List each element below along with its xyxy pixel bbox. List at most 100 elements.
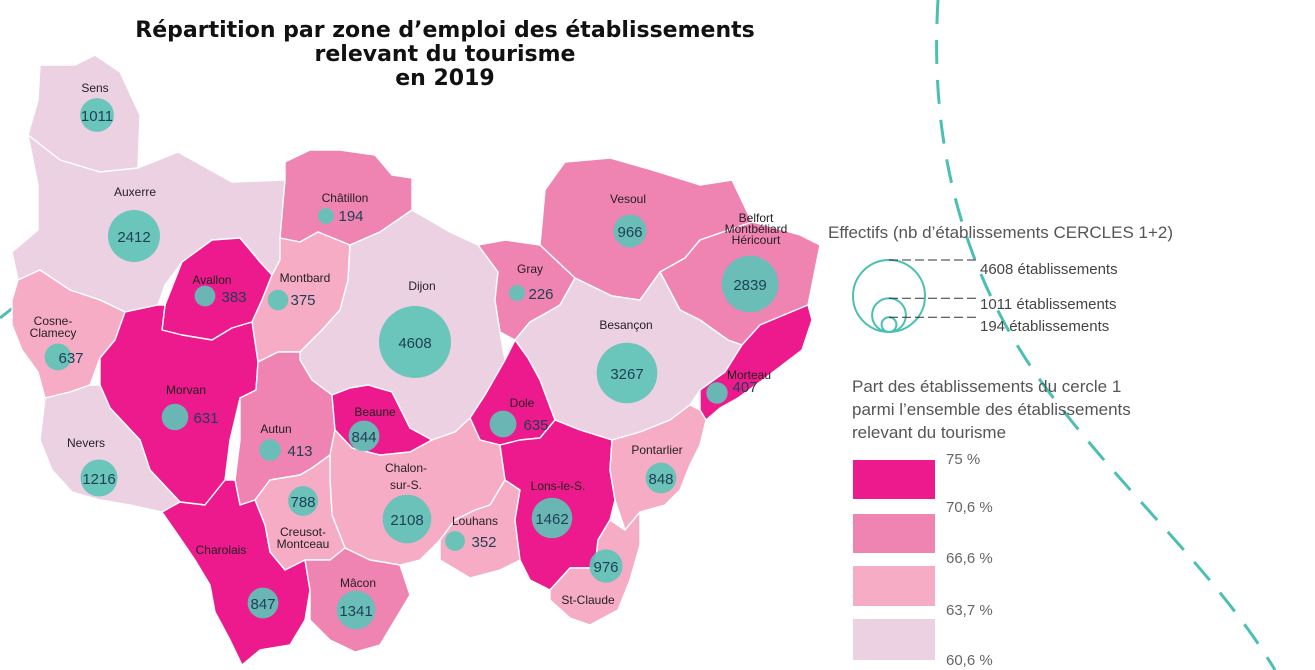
color-legend-title-2: parmi l’ensemble des établissements (852, 400, 1131, 419)
value-beaune: 844 (351, 429, 376, 446)
name-besancon: Besançon (599, 318, 652, 332)
name-chalon: Chalon-sur-S. (385, 461, 427, 492)
value-lons: 1462 (535, 511, 568, 528)
title-line-2: relevant du tourisme (315, 42, 576, 67)
map-title: Répartition par zone d’emploi des établi… (135, 18, 754, 91)
color-swatch-1 (853, 460, 935, 499)
size-legend-circle-small (880, 316, 898, 334)
bubble-belfort (721, 255, 779, 313)
name-dijon: Dijon (408, 279, 435, 293)
value-chalon: 2108 (390, 512, 423, 529)
value-nevers: 1216 (82, 471, 115, 488)
name-avallon: Avallon (192, 273, 231, 287)
title-line-3: en 2019 (395, 66, 494, 91)
value-dole: 635 (523, 417, 548, 434)
name-sens: Sens (81, 81, 108, 95)
value-besancon: 3267 (610, 366, 643, 383)
bubble-charolais (247, 587, 279, 619)
name-vesoul: Vesoul (610, 192, 646, 206)
color-break-1: 75 % (946, 451, 980, 468)
size-legend-label-medium: 1011 établissements (980, 296, 1116, 313)
color-legend-title-1: Part des établissements du cercle 1 (852, 377, 1121, 396)
size-legend-circle-large (852, 259, 926, 333)
value-morteau: 407 (732, 379, 757, 396)
name-gray: Gray (517, 262, 543, 276)
bubble-pontarlier (645, 462, 677, 494)
name-st-claude: St-Claude (561, 593, 615, 607)
bubble-gray (509, 285, 525, 301)
name-auxerre: Auxerre (114, 185, 156, 199)
value-vesoul: 966 (617, 224, 642, 241)
color-legend: Part des établissements du cercle 1 parm… (852, 377, 1131, 669)
bubble-chatillon (318, 208, 334, 224)
bubble-morvan (161, 403, 189, 431)
bubble-st-claude (589, 549, 623, 583)
decorative-dashed-arc (935, 0, 1277, 670)
zone-louhans (439, 479, 521, 579)
color-swatch-4 (853, 619, 935, 660)
value-auxerre: 2412 (117, 229, 150, 246)
bubble-dole (489, 410, 517, 438)
name-lons: Lons-le-S. (531, 479, 586, 493)
color-swatch-2 (853, 514, 935, 553)
color-break-4: 63,7 % (946, 602, 993, 619)
value-labels: 1011 2412 194 383 375 4608 226 966 2839 … (58, 108, 766, 620)
size-legend-label-large: 4608 établissements (980, 261, 1118, 278)
size-legend-circle-medium (871, 297, 907, 334)
bubble-montbard (267, 289, 289, 311)
zone-name-labels: Sens Auxerre Châtillon Avallon Montbard … (30, 81, 788, 607)
value-belfort: 2839 (733, 277, 766, 294)
name-pontarlier: Pontarlier (631, 443, 682, 457)
value-pontarlier: 848 (648, 471, 673, 488)
value-gray: 226 (528, 286, 553, 303)
color-legend-title-3: relevant du tourisme (852, 423, 1006, 442)
bubble-layer (44, 98, 779, 630)
bubble-macon (336, 590, 376, 630)
size-legend: Effectifs (nb d’établissements CERCLES 1… (828, 223, 1173, 335)
bubble-sens (80, 98, 114, 132)
bubble-auxerre (108, 210, 160, 262)
bubble-morteau (706, 382, 728, 404)
name-chatillon: Châtillon (322, 191, 369, 205)
value-creusot: 788 (290, 494, 315, 511)
size-legend-title: Effectifs (nb d’établissements CERCLES 1… (828, 223, 1173, 242)
name-dole: Dole (510, 396, 535, 410)
title-line-1: Répartition par zone d’emploi des établi… (135, 18, 754, 43)
value-montbard: 375 (290, 292, 315, 309)
value-dijon: 4608 (398, 335, 431, 352)
value-charolais: 847 (250, 596, 275, 613)
bubble-lons (531, 497, 573, 539)
name-autun: Autun (260, 422, 291, 436)
name-morvan: Morvan (166, 383, 206, 397)
value-cosne-clamecy: 637 (58, 350, 83, 367)
value-autun: 413 (287, 443, 312, 460)
bubble-nevers (80, 459, 118, 497)
bubble-beaune (348, 420, 380, 452)
name-macon: Mâcon (340, 576, 376, 590)
value-st-claude: 976 (593, 559, 618, 576)
value-avallon: 383 (221, 289, 246, 306)
bubble-avallon (194, 285, 216, 307)
name-cosne-clamecy: Cosne-Clamecy (30, 314, 77, 340)
color-break-2: 70,6 % (946, 499, 993, 516)
bubble-chalon (382, 494, 432, 544)
bubble-creusot (288, 486, 318, 516)
size-legend-label-small: 194 établissements (980, 318, 1109, 335)
value-macon: 1341 (339, 603, 372, 620)
bubble-vesoul (613, 214, 647, 248)
value-chatillon: 194 (338, 208, 363, 225)
value-louhans: 352 (471, 534, 496, 551)
name-creusot: Creusot-Montceau (277, 525, 330, 551)
bubble-cosne-clamecy (44, 343, 72, 371)
name-nevers: Nevers (67, 436, 105, 450)
name-morteau: Morteau (727, 368, 771, 382)
color-break-5: 60,6 % (946, 652, 993, 669)
value-morvan: 631 (193, 410, 218, 427)
color-swatch-3 (853, 566, 935, 606)
name-louhans: Louhans (452, 514, 498, 528)
value-sens: 1011 (81, 108, 113, 125)
bubble-autun (259, 439, 281, 461)
